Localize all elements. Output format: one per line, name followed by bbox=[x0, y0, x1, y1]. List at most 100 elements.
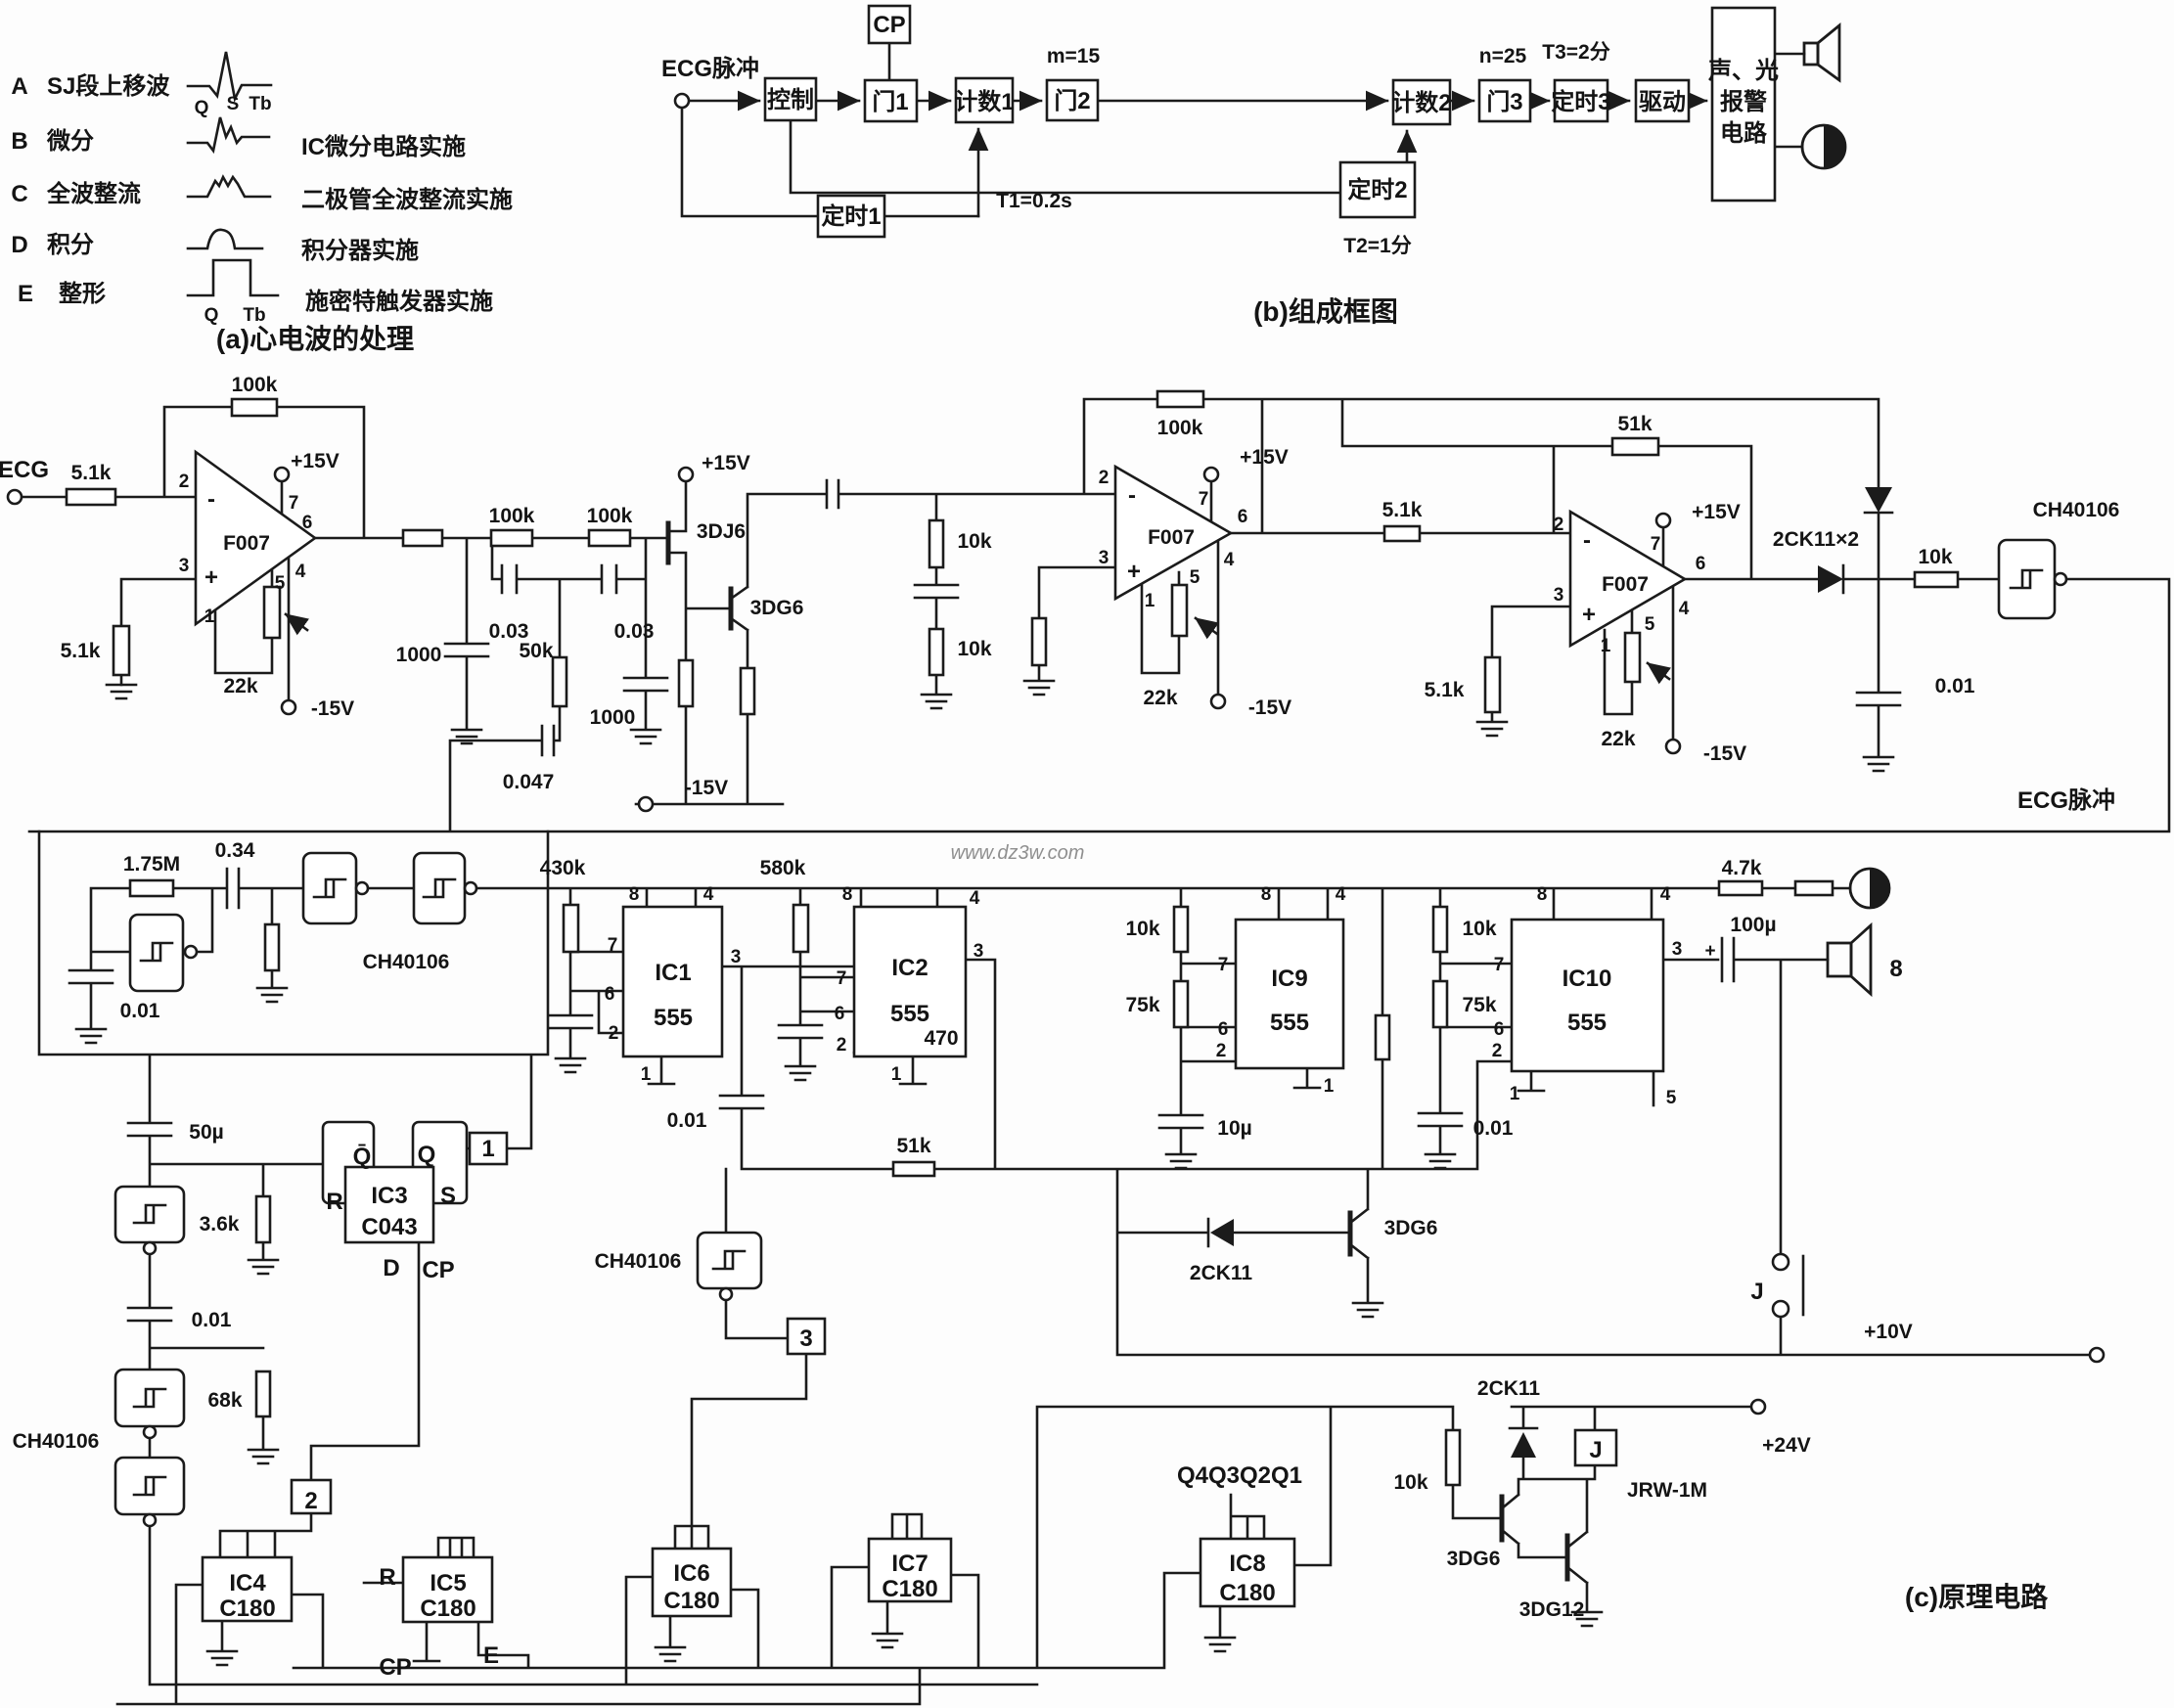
pin2-1: 2 bbox=[179, 472, 190, 492]
label-gate1: 门1 bbox=[872, 88, 908, 115]
mark-tb: Tb bbox=[249, 94, 271, 114]
box-alarm bbox=[1710, 6, 1777, 202]
vp15-terminal-4 bbox=[1654, 512, 1672, 529]
box-cp bbox=[867, 4, 912, 45]
value-c01-ic1: 0.01 bbox=[667, 1109, 707, 1132]
ic9-pin8: 8 bbox=[1261, 884, 1272, 905]
pin4-1: 4 bbox=[295, 562, 306, 582]
ic8-name: IC8 bbox=[1229, 1551, 1265, 1577]
pin7-1: 7 bbox=[289, 493, 299, 514]
ic2-pin3: 3 bbox=[974, 941, 984, 962]
label-alarm-3: 电路 bbox=[1720, 119, 1768, 147]
pot1-wiper bbox=[284, 612, 309, 636]
value-r-in: 5.1k bbox=[71, 462, 112, 484]
waveform-c bbox=[186, 174, 272, 199]
ecg-input-label: ECG bbox=[0, 457, 49, 483]
pin1-2: 1 bbox=[1145, 591, 1155, 611]
q-bus-label: Q4Q3Q2Q1 bbox=[1177, 1462, 1302, 1489]
transistor-bars bbox=[665, 520, 734, 631]
legend-letter-b: B bbox=[11, 128, 27, 155]
pin6-2: 6 bbox=[1238, 507, 1248, 527]
relay-coil-j: J bbox=[1589, 1437, 1602, 1463]
label-jrw1m: JRW-1M bbox=[1627, 1479, 1707, 1502]
pin2-2: 2 bbox=[1099, 468, 1110, 488]
waveform-d bbox=[186, 228, 264, 250]
box-drive bbox=[1634, 78, 1691, 123]
resistor-out-10k bbox=[1913, 570, 1960, 589]
legend-name-d: 积分 bbox=[47, 232, 94, 258]
resistor-fb3-51k bbox=[1610, 436, 1660, 457]
ic2-pin2: 2 bbox=[837, 1035, 847, 1056]
ic9-pin6: 6 bbox=[1218, 1019, 1229, 1040]
vm15-terminal-1 bbox=[280, 698, 297, 716]
digital-section: 1.75M 0.34 0.01 CH40106 430k 580k IC1 55… bbox=[13, 830, 2106, 1706]
ic1-pin2: 2 bbox=[609, 1023, 619, 1044]
ic5-box bbox=[401, 1555, 494, 1624]
diode-2ck11-b bbox=[1210, 1219, 1234, 1246]
value-gnd1: 5.1k bbox=[61, 640, 101, 662]
ic5-cp: CP bbox=[379, 1654, 411, 1681]
label-cp: CP bbox=[873, 12, 905, 38]
ic10-pin5: 5 bbox=[1666, 1088, 1677, 1108]
resistor-10k-a bbox=[928, 518, 945, 569]
value-out-10k: 10k bbox=[1918, 546, 1952, 568]
resistor-osc-gnd bbox=[263, 922, 281, 972]
ic9-pin1: 1 bbox=[1324, 1076, 1335, 1097]
ic1-pin8: 8 bbox=[629, 884, 640, 905]
pot2-wiper bbox=[1194, 616, 1219, 640]
label-2ck11-c: 2CK11 bbox=[1477, 1377, 1541, 1400]
label-3dg6-b: 3DG6 bbox=[1384, 1217, 1438, 1239]
opamp3-triangle bbox=[1568, 509, 1688, 649]
schmitt-gate-output bbox=[1997, 538, 2057, 620]
value-50k: 50k bbox=[519, 640, 553, 662]
ic3-type: C043 bbox=[361, 1214, 417, 1240]
ic5-r: R bbox=[379, 1564, 395, 1591]
ic10-pin2: 2 bbox=[1492, 1041, 1503, 1061]
value-fb3: 51k bbox=[1617, 413, 1652, 435]
label-alarm-1: 声、光 bbox=[1707, 57, 1779, 84]
legend-name-e: 整形 bbox=[59, 281, 106, 307]
value-100k-b: 100k bbox=[587, 505, 633, 527]
ic9-type: 555 bbox=[1270, 1010, 1309, 1036]
legend-name-b: 微分 bbox=[46, 127, 94, 155]
value-ic10-75k: 75k bbox=[1462, 994, 1496, 1016]
relay-contact-bottom bbox=[1771, 1299, 1790, 1319]
ic10-name: IC10 bbox=[1563, 966, 1612, 992]
box-timer1 bbox=[816, 194, 886, 239]
ic9-pin4: 4 bbox=[1336, 884, 1346, 905]
ic6-name: IC6 bbox=[673, 1560, 709, 1587]
pin6-3: 6 bbox=[1696, 554, 1706, 574]
resistor-gnd1-5k1 bbox=[112, 624, 131, 677]
mark-q2: Q bbox=[204, 305, 219, 326]
value-10u: 10µ bbox=[1217, 1117, 1251, 1140]
value-c1000b: 1000 bbox=[590, 706, 636, 729]
ic9-pin2: 2 bbox=[1216, 1041, 1227, 1061]
schmitt-gate-mid bbox=[696, 1231, 763, 1290]
ic7-type: C180 bbox=[882, 1576, 937, 1602]
ic4-type: C180 bbox=[219, 1596, 275, 1622]
resistor-fb1-100k bbox=[230, 397, 279, 418]
tag2-label: 2 bbox=[304, 1488, 317, 1514]
annotation-m: m=15 bbox=[1047, 45, 1101, 67]
legend-letter-a: A bbox=[11, 73, 27, 100]
vm15-3: -15V bbox=[1248, 697, 1291, 719]
ic3-name: IC3 bbox=[371, 1183, 407, 1209]
opamp1-triangle bbox=[194, 449, 318, 627]
ecg-terminal bbox=[6, 488, 23, 506]
pin4-2: 4 bbox=[1224, 550, 1235, 570]
bubble-l1 bbox=[142, 1424, 158, 1440]
cap-polarity: + bbox=[1704, 941, 1715, 962]
schmitt-gate-36k bbox=[113, 1185, 186, 1244]
ic10-pin8: 8 bbox=[1537, 884, 1548, 905]
resistor-relay-10k bbox=[1444, 1428, 1462, 1487]
analog-wires bbox=[20, 397, 2171, 833]
ic9-name: IC9 bbox=[1271, 966, 1307, 992]
minus-1: - bbox=[207, 486, 215, 513]
value-4k7: 4.7k bbox=[1722, 857, 1762, 879]
relay-contact-top bbox=[1771, 1252, 1790, 1272]
value-pot3: 22k bbox=[1601, 728, 1635, 750]
diode-output bbox=[1818, 565, 1843, 593]
label-3dg6-c: 3DG6 bbox=[1447, 1548, 1501, 1570]
value-fb1: 100k bbox=[232, 374, 278, 396]
bubble-mid bbox=[718, 1286, 734, 1302]
